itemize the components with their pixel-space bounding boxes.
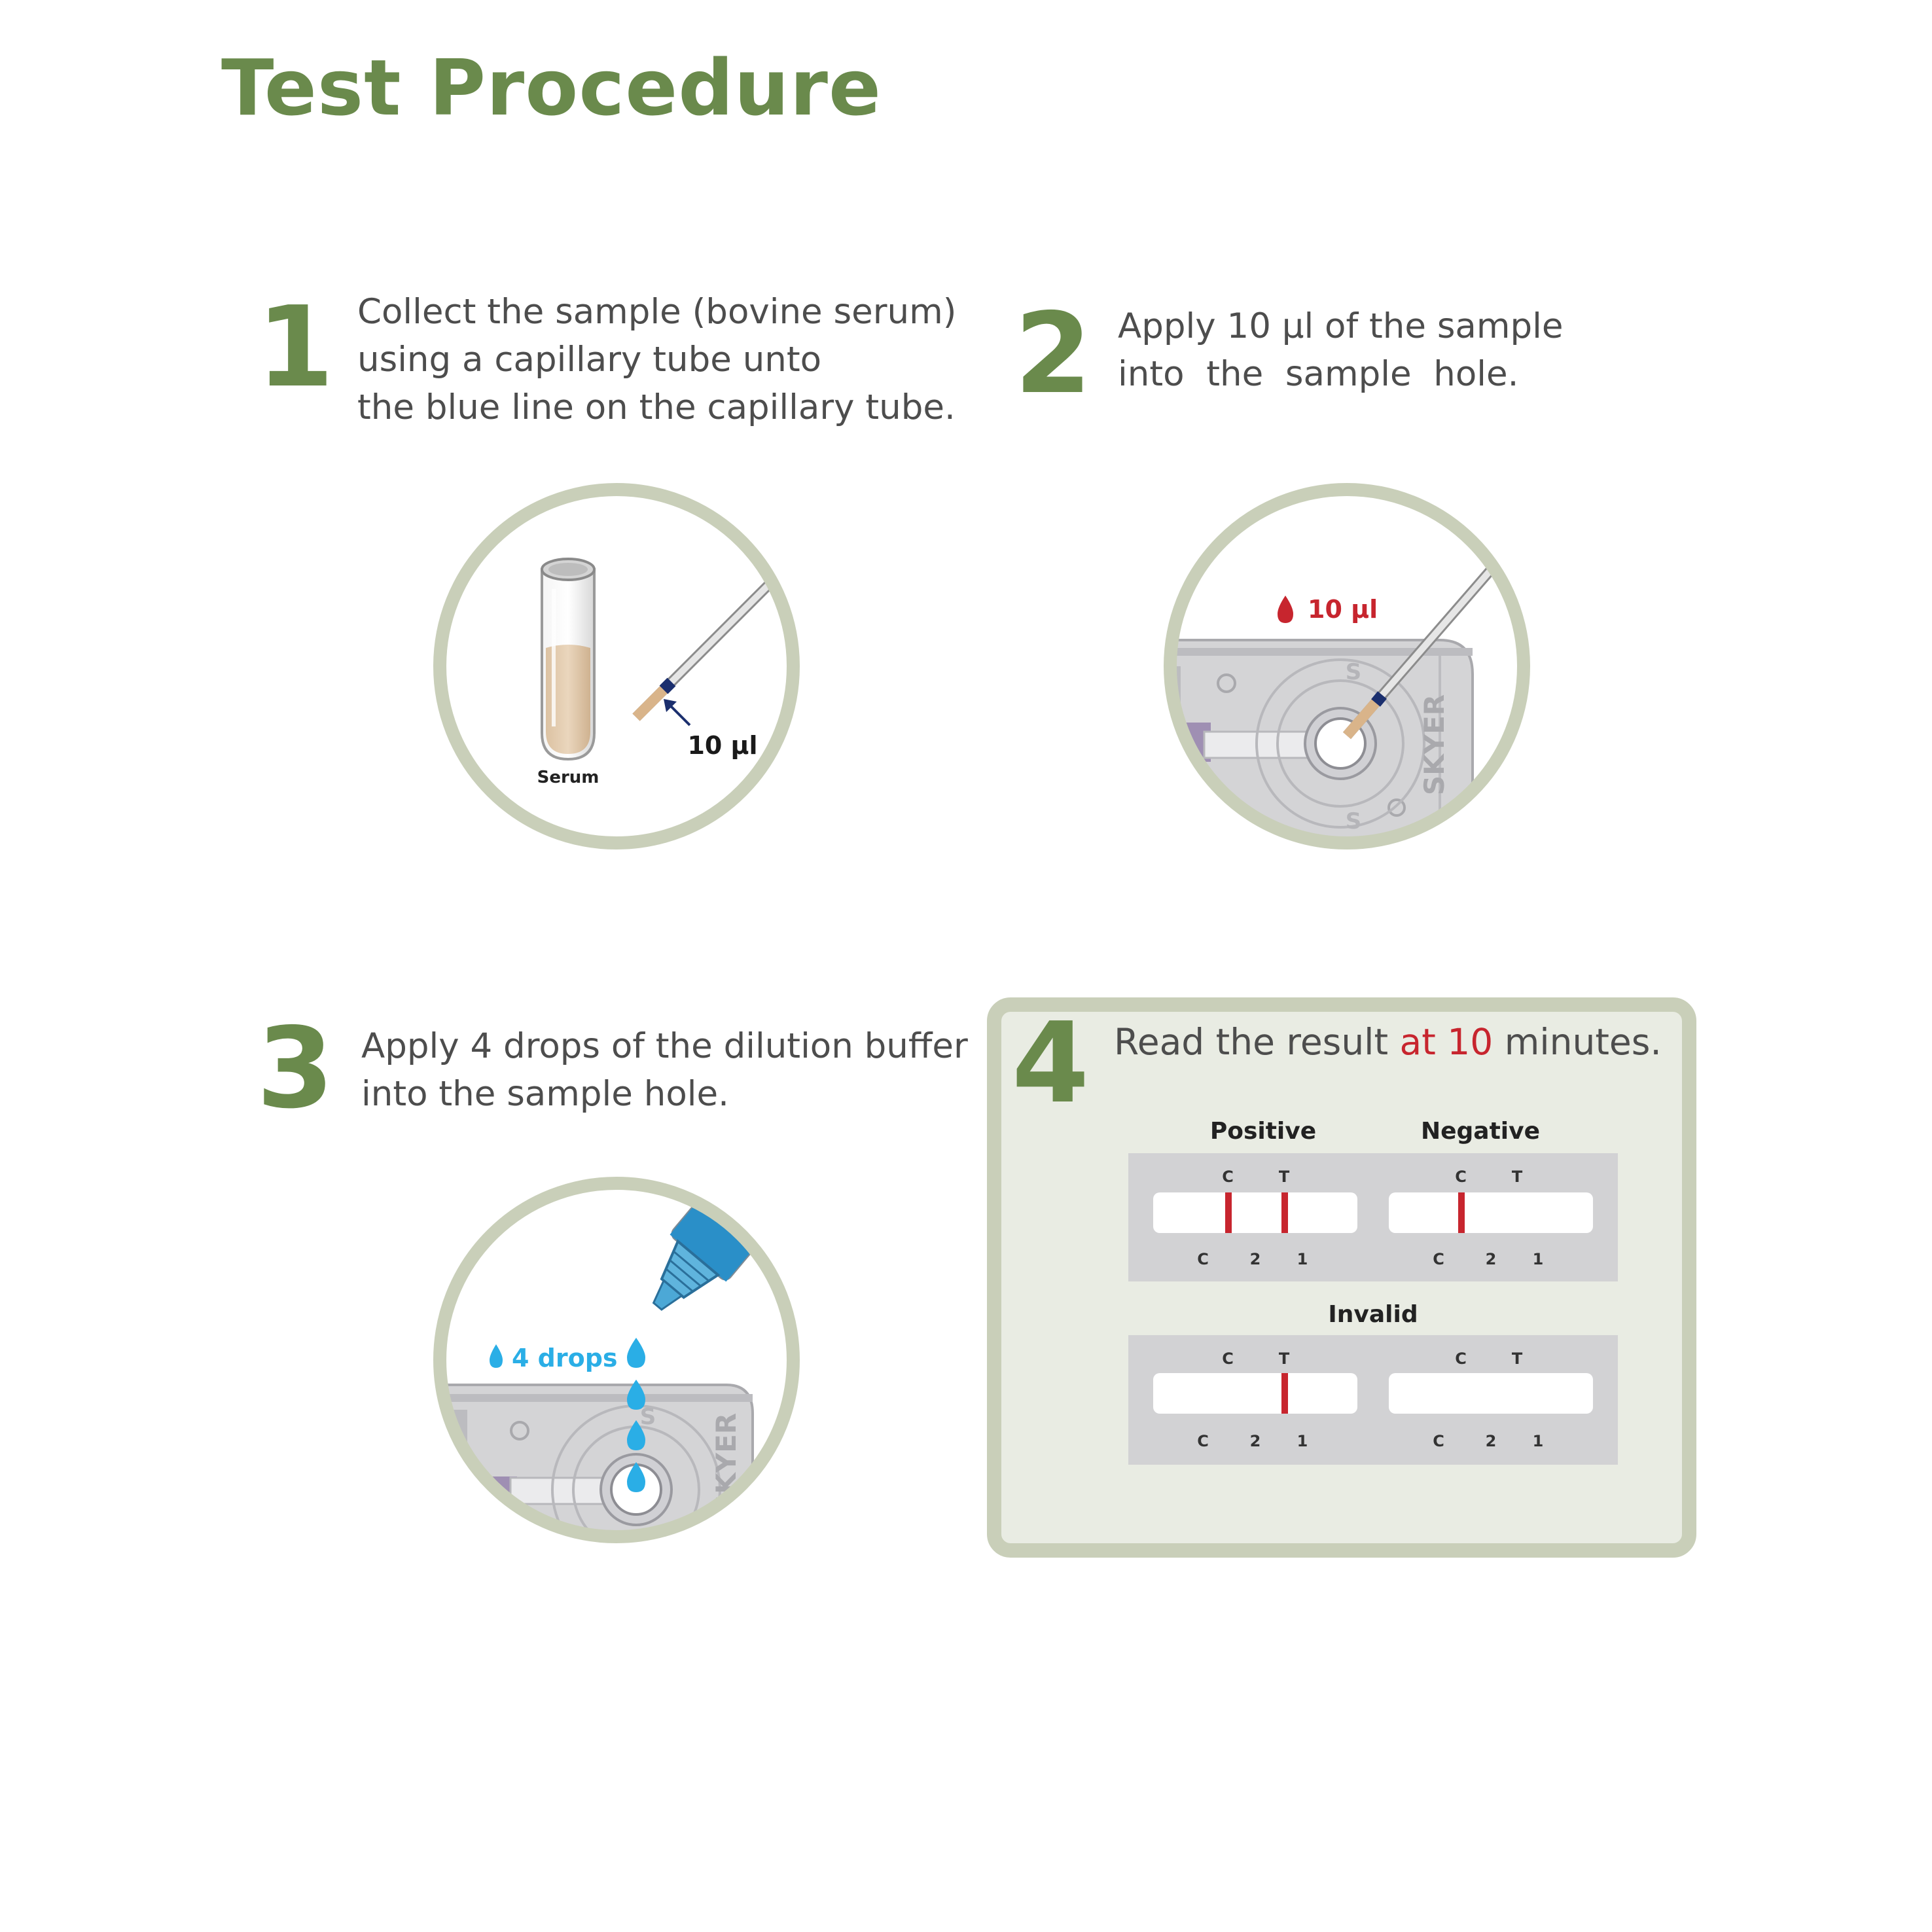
positive-strip-window bbox=[1153, 1192, 1357, 1233]
serum-label: Serum bbox=[537, 768, 599, 787]
test-line bbox=[1281, 1192, 1288, 1233]
capillary-volume-label: 10 µl bbox=[687, 731, 757, 760]
strip-mark-t: T bbox=[1279, 1168, 1290, 1186]
strip-mark-c: C bbox=[1455, 1168, 1467, 1186]
drop-icon bbox=[627, 1420, 645, 1450]
step-4-text-end: minutes. bbox=[1493, 1021, 1662, 1063]
page-title: Test Procedure bbox=[221, 43, 882, 133]
arrow-icon bbox=[664, 699, 691, 726]
blood-drop-icon bbox=[1278, 596, 1293, 623]
drops-label: 4 drops bbox=[512, 1344, 618, 1372]
strip-scale-c: C bbox=[1197, 1432, 1209, 1450]
step-3-line: into the sample hole. bbox=[361, 1074, 729, 1114]
step-1-number: 1 bbox=[257, 283, 334, 412]
strip-scale-c: C bbox=[1197, 1250, 1209, 1268]
strip-scale-c: C bbox=[1433, 1432, 1444, 1450]
strip-mark-t: T bbox=[1279, 1350, 1290, 1368]
strip-scale-1: 1 bbox=[1297, 1250, 1308, 1268]
drop-icon bbox=[627, 1462, 645, 1492]
step-1-line: the blue line on the capillary tube. bbox=[357, 387, 956, 427]
test-line bbox=[1281, 1373, 1288, 1414]
step-1-instructions: Collect the sample (bovine serum) using … bbox=[357, 288, 956, 431]
positive-label: Positive bbox=[1210, 1118, 1316, 1145]
drop-icon bbox=[627, 1338, 645, 1368]
strip-scale-2: 2 bbox=[1250, 1432, 1261, 1450]
step-3-number: 3 bbox=[257, 1004, 334, 1134]
invalid-label: Invalid bbox=[1328, 1301, 1418, 1328]
strip-scale-1: 1 bbox=[1533, 1432, 1544, 1450]
strip-scale-c: C bbox=[1433, 1250, 1444, 1268]
step-2-line: into the sample hole. bbox=[1118, 354, 1519, 394]
drop-small-icon bbox=[490, 1344, 503, 1368]
capillary-tube bbox=[632, 507, 793, 721]
control-line bbox=[1225, 1192, 1232, 1233]
strip-scale-2: 2 bbox=[1486, 1432, 1497, 1450]
device-marker-bottom: S bbox=[1346, 808, 1362, 834]
step-4-instructions: Read the result at 10 minutes. bbox=[1114, 1018, 1662, 1066]
step-1-illustration-frame bbox=[440, 490, 793, 843]
test-device: S S SKYER bbox=[1170, 552, 1507, 843]
control-line bbox=[1458, 1192, 1465, 1233]
drop-icon bbox=[627, 1380, 645, 1410]
strip-mark-c: C bbox=[1222, 1350, 1234, 1368]
step-3-line: Apply 4 drops of the dilution buffer bbox=[361, 1026, 968, 1066]
device-brand: SKYER bbox=[1418, 694, 1450, 795]
step-3-instructions: Apply 4 drops of the dilution buffer int… bbox=[361, 1022, 968, 1118]
step-2-line: Apply 10 µl of the sample bbox=[1118, 306, 1564, 346]
negative-strip-window bbox=[1389, 1192, 1593, 1233]
results-panel: Positive Negative C T C 2 1 C T C 2 1 In… bbox=[1128, 1118, 1618, 1465]
strip-mark-t: T bbox=[1512, 1350, 1523, 1368]
apply-volume-label: 10 µl bbox=[1308, 595, 1378, 624]
strip-mark-t: T bbox=[1512, 1168, 1523, 1186]
strip-scale-1: 1 bbox=[1533, 1250, 1544, 1268]
step-4-time: at 10 bbox=[1399, 1021, 1494, 1063]
step-4-number: 4 bbox=[1012, 999, 1090, 1128]
step-1-line: using a capillary tube unto bbox=[357, 340, 822, 380]
strip-mark-c: C bbox=[1222, 1168, 1234, 1186]
step-1-line: Collect the sample (bovine serum) bbox=[357, 292, 957, 332]
negative-label: Negative bbox=[1421, 1118, 1540, 1145]
strip-scale-1: 1 bbox=[1297, 1432, 1308, 1450]
invalid-strip-window bbox=[1153, 1373, 1357, 1414]
strip-mark-c: C bbox=[1455, 1350, 1467, 1368]
step-2-instructions: Apply 10 µl of the sample into the sampl… bbox=[1118, 302, 1564, 398]
serum-tube bbox=[541, 558, 596, 761]
strip-scale-2: 2 bbox=[1486, 1250, 1497, 1268]
device-marker-buffer: S bbox=[640, 1404, 656, 1430]
step-4-text: Read the result bbox=[1114, 1021, 1400, 1063]
device-marker-top: S bbox=[1346, 659, 1362, 685]
invalid-strip-window bbox=[1389, 1373, 1593, 1414]
strip-scale-2: 2 bbox=[1250, 1250, 1261, 1268]
step-2-number: 2 bbox=[1014, 289, 1092, 419]
